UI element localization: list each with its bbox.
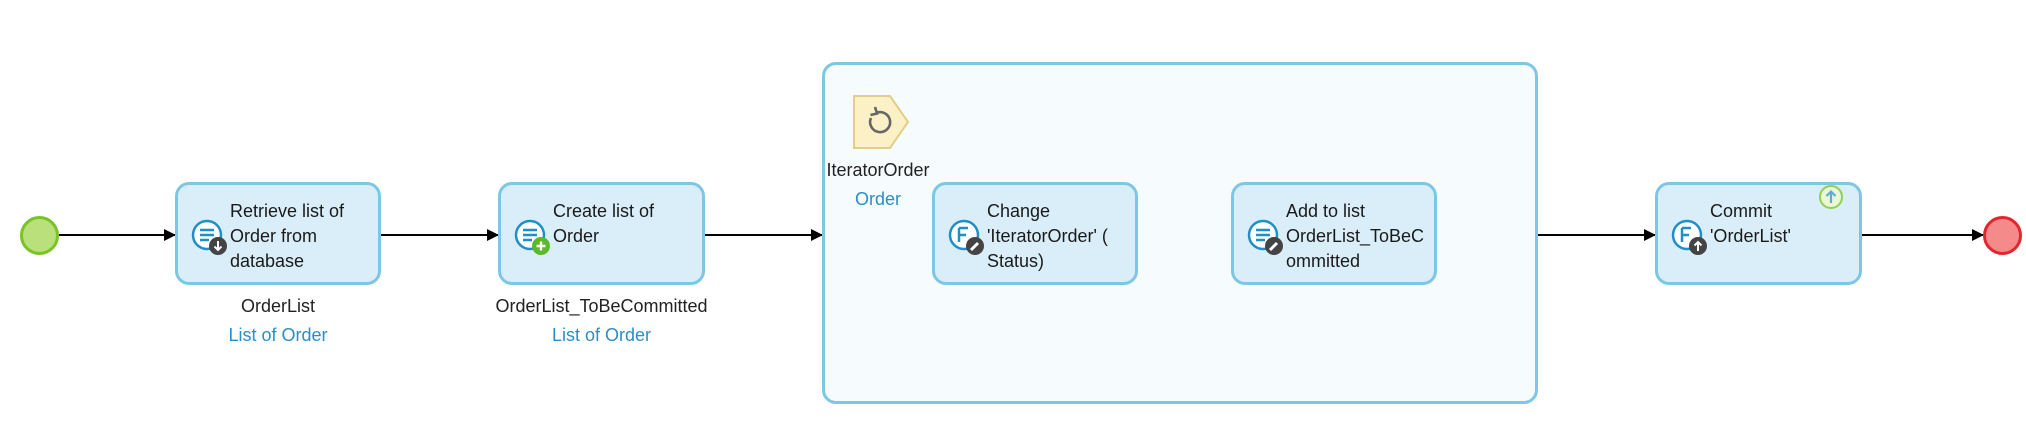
change-list-activity[interactable]: Add to list OrderList_ToBeC ommitted [1231, 182, 1437, 285]
create-list-label: Create list of Order [553, 201, 655, 246]
create-list-output-name: OrderList_ToBeCommitted [495, 296, 708, 316]
change-object-label: Change 'IteratorOrder' ( Status) [987, 201, 1108, 271]
retrieve-object-icon [191, 219, 227, 255]
retrieve-activity[interactable]: Retrieve list of Order from database [175, 182, 381, 285]
iterator-type: Order [854, 189, 901, 209]
change-object-activity[interactable]: Change 'IteratorOrder' ( Status) [932, 182, 1138, 285]
retrieve-output-type: List of Order [228, 325, 328, 345]
create-list-output-type: List of Order [551, 325, 652, 345]
start-event[interactable] [20, 216, 59, 255]
commit-label: Commit 'OrderList' [1710, 201, 1791, 246]
create-list-activity[interactable]: Create list of Order [498, 182, 705, 285]
change-list-icon [1247, 219, 1283, 255]
end-event[interactable] [1983, 216, 2022, 255]
change-object-icon [948, 219, 984, 255]
commit-upload-badge-icon [1819, 185, 1843, 209]
iterator-name: IteratorOrder [826, 160, 930, 180]
change-list-label: Add to list OrderList_ToBeC ommitted [1286, 201, 1425, 271]
commit-object-icon [1671, 219, 1707, 255]
retrieve-output-name: OrderList [240, 296, 316, 316]
create-list-icon [514, 219, 550, 255]
retrieve-label: Retrieve list of Order from database [230, 201, 345, 271]
loop-iterator-icon[interactable] [852, 94, 910, 150]
